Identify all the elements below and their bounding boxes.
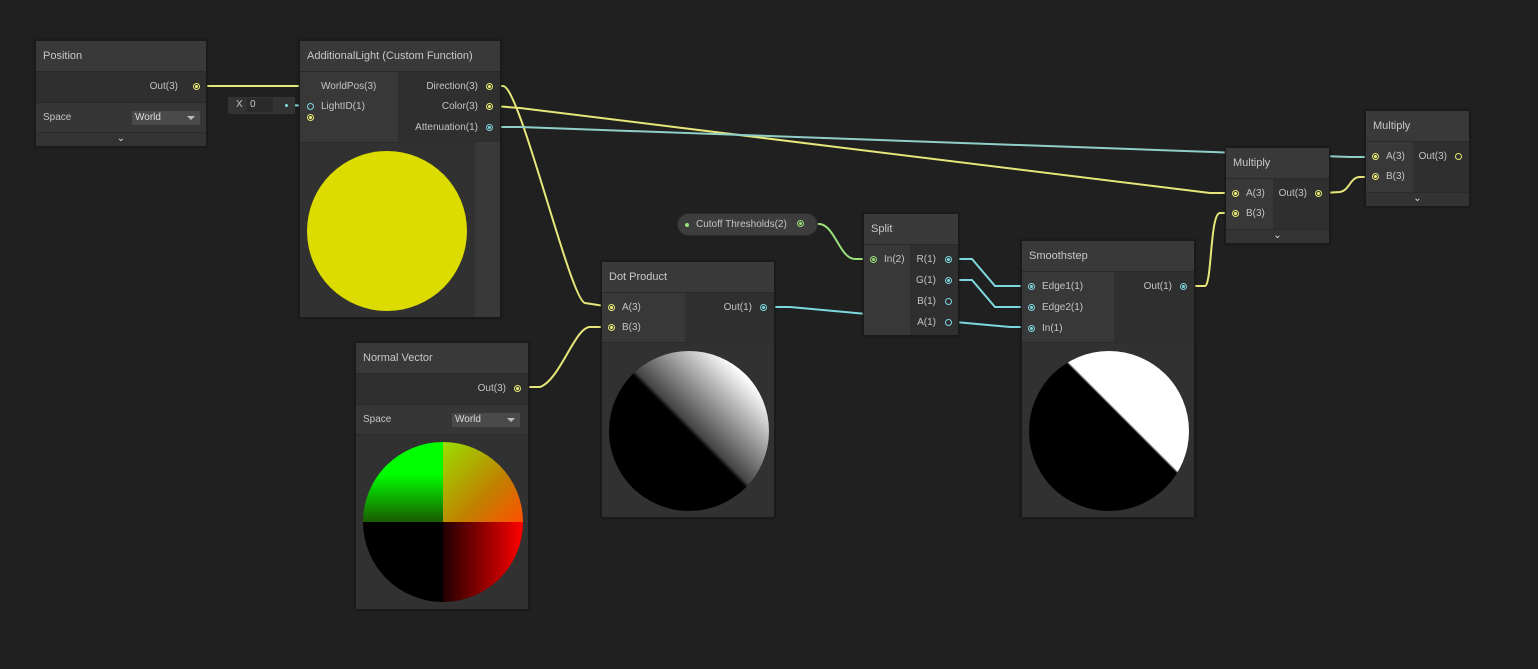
field-connector-dot	[285, 104, 288, 107]
node-title: Multiply	[1366, 111, 1469, 142]
multiply-node[interactable]: Multiply A(3) B(3) Out(3) ⌄	[1225, 147, 1330, 244]
b-label: B(1)	[917, 296, 936, 307]
preview-sphere	[609, 351, 769, 511]
worldpos-port[interactable]	[307, 114, 314, 121]
b-label: B(3)	[1386, 171, 1405, 182]
node-title: Multiply	[1226, 148, 1329, 179]
b-port[interactable]	[1372, 173, 1379, 180]
a-port[interactable]	[1232, 190, 1239, 197]
wire-direction-to-dot-a	[494, 85, 612, 308]
a-label: A(3)	[1246, 188, 1265, 199]
color-label: Color(3)	[441, 101, 478, 112]
property-label: Cutoff Thresholds(2)	[696, 219, 787, 230]
property-indicator	[685, 223, 689, 227]
space-label: Space	[43, 112, 72, 123]
lightid-inline-field[interactable]: X 0	[228, 97, 295, 114]
node-title: Smoothstep	[1022, 241, 1194, 272]
a-port[interactable]	[608, 304, 615, 311]
wire-attenuation-to-multiply2-a	[494, 126, 1375, 158]
out-port-label: Out(3)	[477, 383, 506, 394]
preview	[300, 142, 475, 317]
wire-normal-to-dot-b	[521, 326, 611, 388]
b-port[interactable]	[945, 298, 952, 305]
preview	[1022, 342, 1194, 517]
edge1-port[interactable]	[1028, 283, 1035, 290]
node-title: Dot Product	[602, 262, 774, 293]
a-label: A(3)	[622, 302, 641, 313]
dot-product-node[interactable]: Dot Product A(3) B(3) Out(1)	[601, 261, 775, 518]
attenuation-port[interactable]	[486, 124, 493, 131]
position-node[interactable]: Position Out(3) Space World ⌄	[35, 40, 207, 147]
multiply-node-2[interactable]: Multiply A(3) B(3) Out(3) ⌄	[1365, 110, 1470, 207]
x-label: X	[236, 99, 243, 110]
out-port[interactable]	[1180, 283, 1187, 290]
attenuation-label: Attenuation(1)	[415, 122, 478, 133]
lightid-value-input[interactable]: 0	[247, 98, 273, 112]
preview-sphere	[363, 442, 523, 602]
edge1-label: Edge1(1)	[1042, 281, 1084, 292]
node-title: Normal Vector	[356, 343, 528, 374]
wire-multiply-to-multiply2-b	[1322, 176, 1375, 194]
b-label: B(3)	[622, 322, 641, 333]
in-port[interactable]	[870, 256, 877, 263]
a-port[interactable]	[945, 319, 952, 326]
space-label: Space	[363, 414, 392, 425]
edge2-label: Edge2(1)	[1042, 302, 1084, 313]
g-port[interactable]	[945, 277, 952, 284]
g-label: G(1)	[916, 275, 936, 286]
in-port[interactable]	[1028, 325, 1035, 332]
node-title: AdditionalLight (Custom Function)	[300, 41, 500, 72]
out-port[interactable]	[1455, 153, 1462, 160]
out-label: Out(3)	[1418, 151, 1447, 162]
property-out-port[interactable]	[797, 220, 804, 227]
lightid-label: LightID(1)	[321, 101, 365, 112]
out-port-label: Out(3)	[149, 81, 178, 92]
smoothstep-node[interactable]: Smoothstep Edge1(1) Edge2(1) In(1) Out(1…	[1021, 240, 1195, 518]
node-title: Split	[864, 214, 958, 245]
wire-split-r-to-edge1	[952, 258, 1031, 287]
b-port[interactable]	[608, 324, 615, 331]
in-label: In(2)	[884, 254, 905, 265]
worldpos-label: WorldPos(3)	[321, 81, 377, 92]
direction-port[interactable]	[486, 83, 493, 90]
direction-label: Direction(3)	[426, 81, 478, 92]
wire-smoothstep-to-multiply-b	[1187, 212, 1235, 287]
lightid-port[interactable]	[307, 103, 314, 110]
out-label: Out(1)	[723, 302, 752, 313]
out-port[interactable]	[1315, 190, 1322, 197]
wire-cutoff-to-split	[804, 223, 873, 260]
r-port[interactable]	[945, 256, 952, 263]
cutoff-thresholds-property[interactable]: Cutoff Thresholds(2)	[677, 213, 818, 236]
space-dropdown[interactable]: World	[452, 413, 520, 427]
b-port[interactable]	[1232, 210, 1239, 217]
out-port[interactable]	[760, 304, 767, 311]
preview	[356, 434, 528, 609]
b-label: B(3)	[1246, 208, 1265, 219]
collapse-chevron-icon[interactable]: ⌄	[1366, 192, 1469, 206]
wire-color-to-multiply-a	[493, 105, 1235, 194]
out-port[interactable]	[193, 83, 200, 90]
a-label: A(1)	[917, 317, 936, 328]
a-label: A(3)	[1386, 151, 1405, 162]
split-node[interactable]: Split In(2) R(1) G(1) B(1) A(1)	[863, 213, 959, 336]
out-label: Out(1)	[1143, 281, 1172, 292]
node-title: Position	[36, 41, 206, 72]
preview-sphere	[307, 151, 467, 311]
wire-split-g-to-edge2	[952, 279, 1031, 308]
out-label: Out(3)	[1278, 188, 1307, 199]
preview	[602, 342, 774, 517]
r-label: R(1)	[916, 254, 936, 265]
in-label: In(1)	[1042, 323, 1063, 334]
collapse-chevron-icon[interactable]: ⌄	[36, 132, 206, 146]
space-dropdown[interactable]: World	[132, 111, 200, 125]
out-port[interactable]	[514, 385, 521, 392]
normal-vector-node[interactable]: Normal Vector Out(3) Space World	[355, 342, 529, 610]
additional-light-node[interactable]: AdditionalLight (Custom Function) WorldP…	[299, 40, 501, 318]
color-port[interactable]	[486, 103, 493, 110]
collapse-chevron-icon[interactable]: ⌄	[1226, 229, 1329, 243]
preview-sphere	[1029, 351, 1189, 511]
a-port[interactable]	[1372, 153, 1379, 160]
edge2-port[interactable]	[1028, 304, 1035, 311]
